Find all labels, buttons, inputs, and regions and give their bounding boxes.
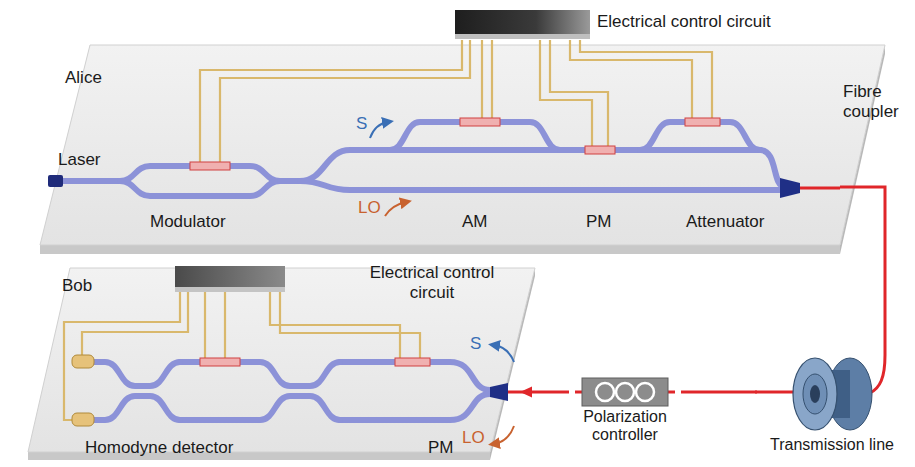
arrow-head (520, 387, 532, 398)
fibre (506, 188, 885, 393)
signal-label: S (356, 114, 367, 134)
circuit-label: Electrical control circuit (366, 263, 498, 302)
fibre-link (840, 187, 885, 355)
component-label: PM (586, 212, 612, 232)
heaters (190, 118, 720, 170)
component-label: Fibre coupler (843, 82, 907, 121)
polarization-controller-box (582, 378, 668, 406)
transmission-line: Transmission line (757, 355, 907, 459)
node-label: Polarization controller (575, 408, 675, 445)
signal-label: S (470, 334, 481, 354)
fibre-coupler (490, 383, 508, 401)
node-label: Transmission line (770, 436, 894, 454)
fibre-link (681, 391, 757, 394)
alice-chip-slab (40, 45, 885, 254)
waveguides (94, 362, 490, 420)
node-label: Bob (62, 276, 92, 296)
control-chip (175, 266, 285, 292)
component-label: AM (462, 212, 488, 232)
fibre-link (520, 391, 569, 394)
signal-label: LO (358, 198, 381, 218)
laser-facet (48, 175, 63, 187)
component-label: Laser (58, 150, 101, 170)
component-label: Attenuator (686, 212, 764, 232)
circuit-label: Electrical control circuit (597, 12, 771, 32)
heaters (200, 358, 430, 366)
fibre-spool (793, 358, 872, 430)
node-label: Alice (65, 68, 102, 88)
component-label: Modulator (150, 212, 226, 232)
component-label: Homodyne detector (85, 438, 233, 458)
gold-wires (200, 40, 712, 162)
gold-wires (64, 292, 420, 420)
fibre-coupler (780, 178, 800, 198)
signal-label: LO (462, 428, 485, 448)
bob-chip-slab (28, 268, 535, 460)
waveguides (62, 122, 784, 196)
photodiodes (72, 355, 94, 426)
component-label: PM (428, 438, 454, 458)
control-chip (455, 10, 590, 39)
polarization-controller: Polarization controller (569, 374, 681, 449)
signal-arrows (494, 345, 514, 444)
